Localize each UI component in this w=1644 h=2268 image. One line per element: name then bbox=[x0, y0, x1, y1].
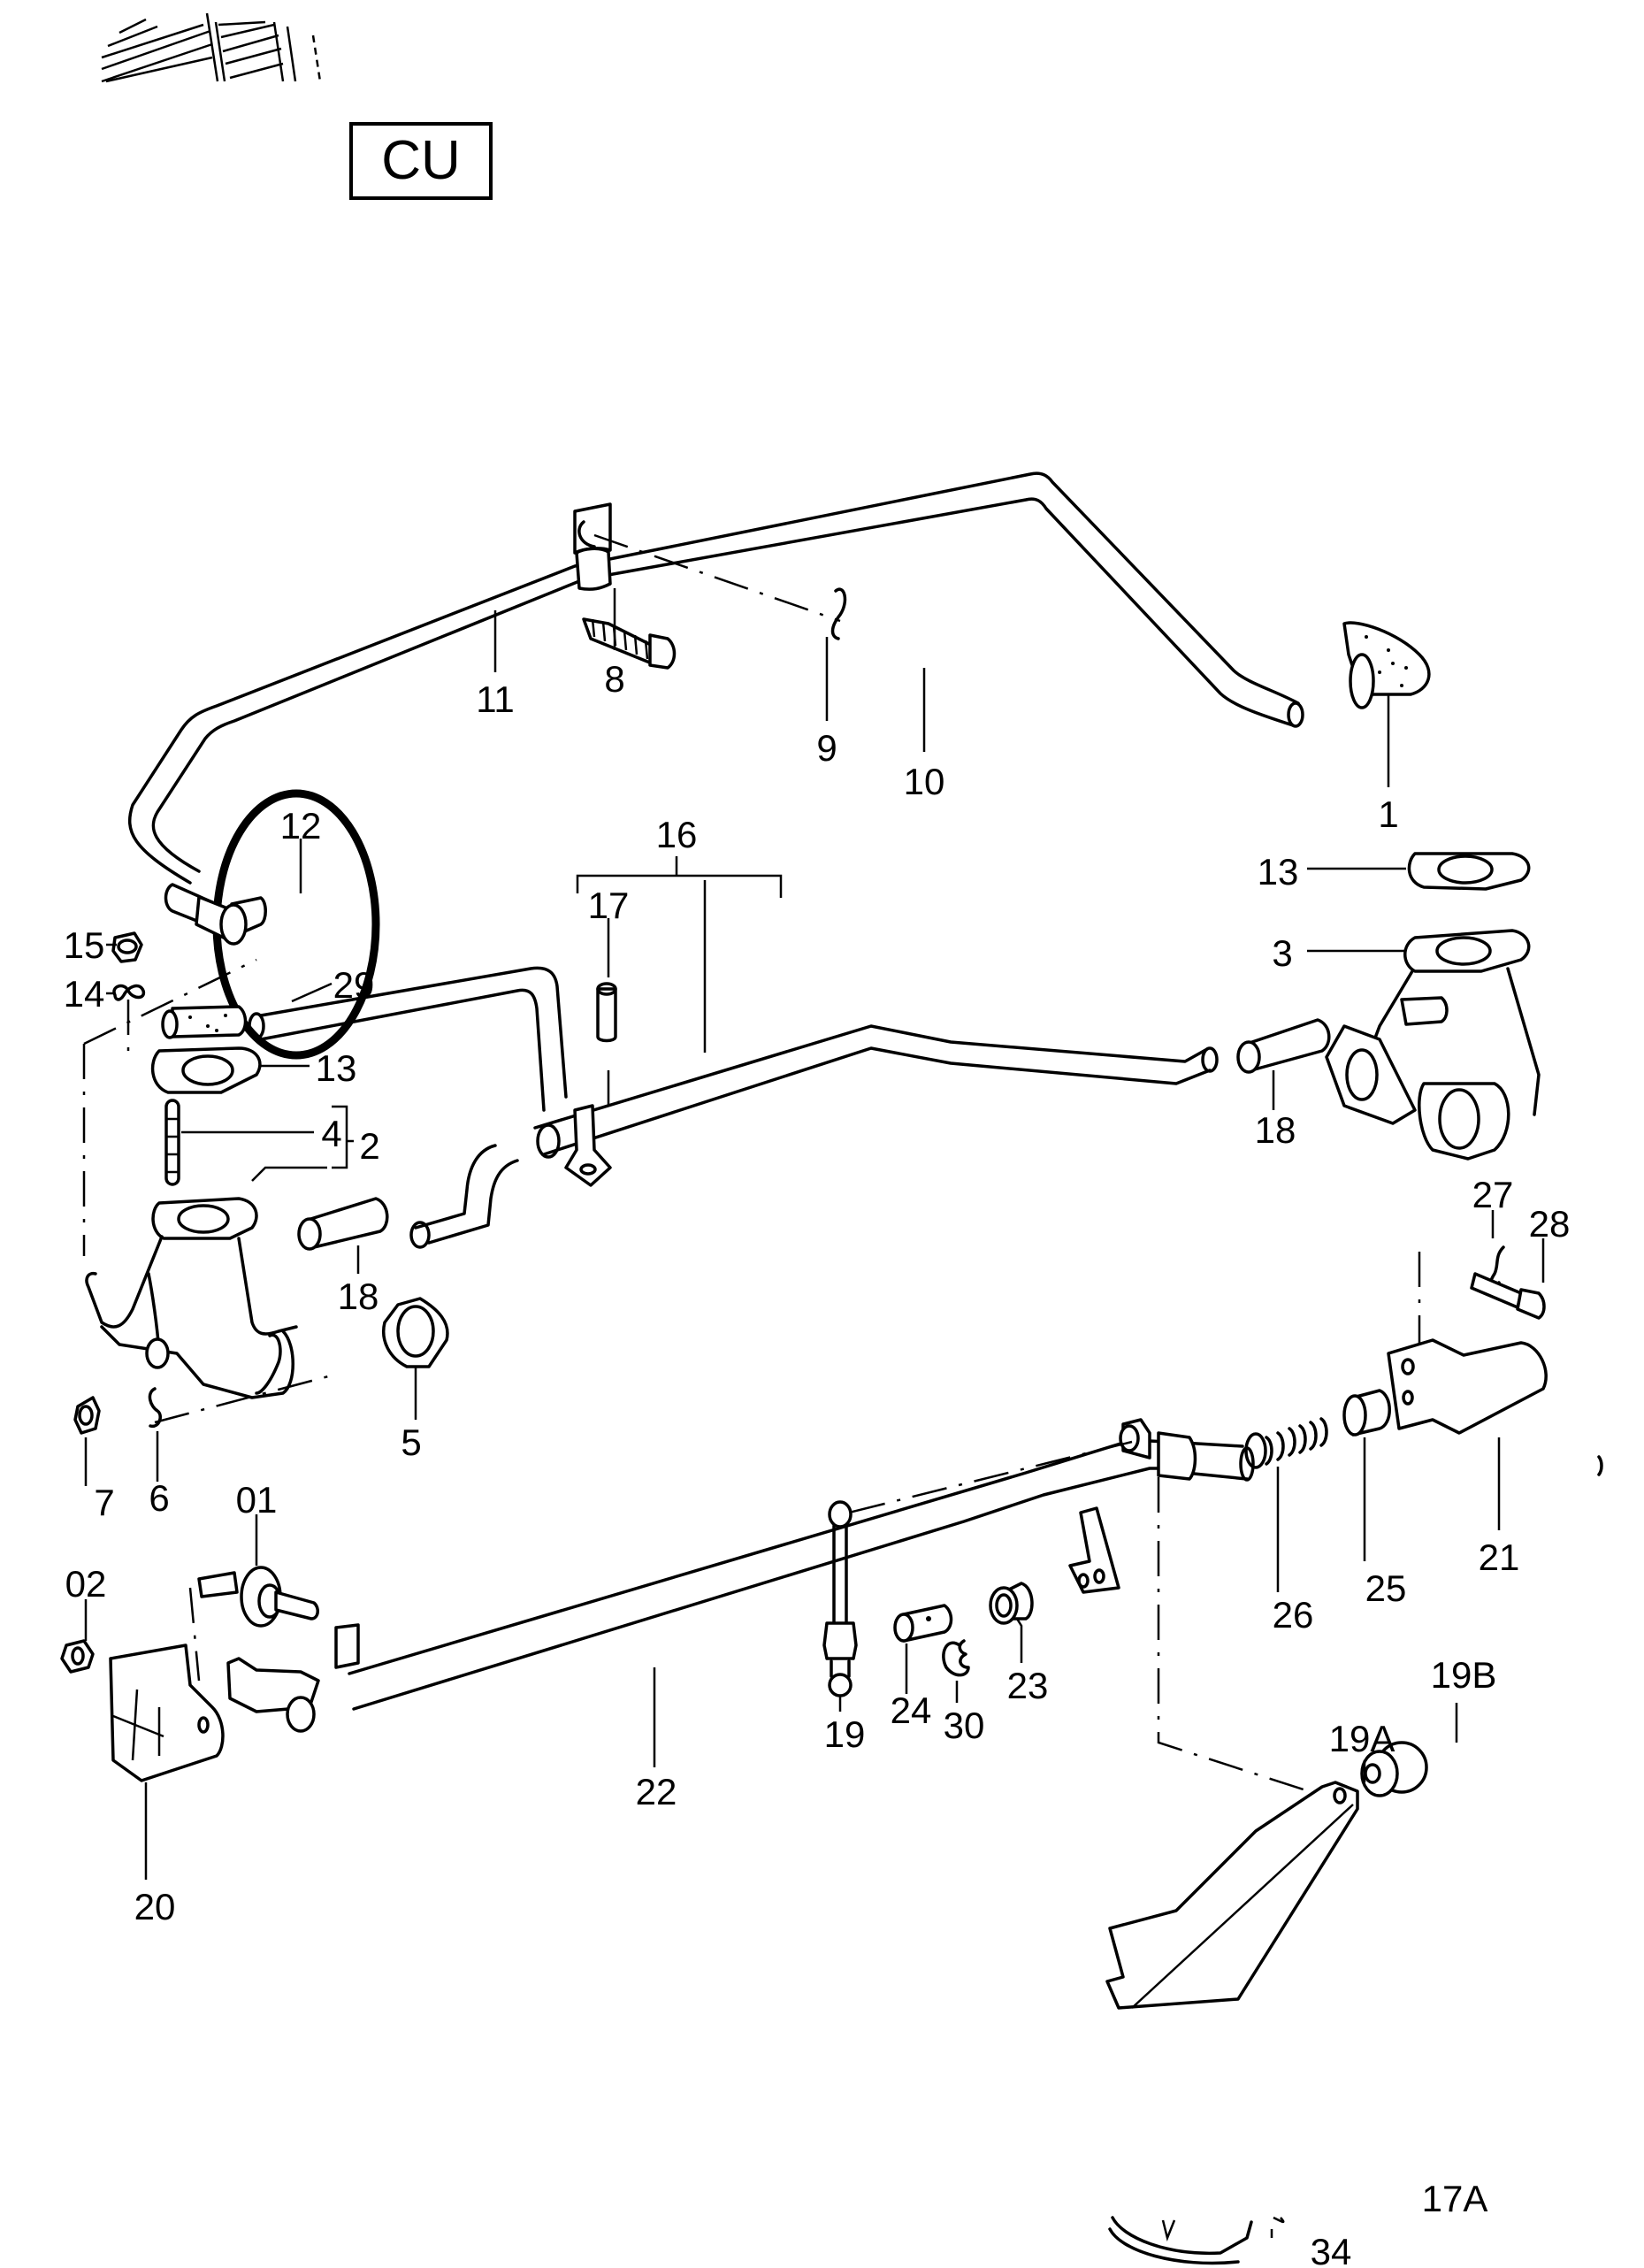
nut-15 bbox=[111, 931, 143, 963]
tube-bracket bbox=[564, 1104, 612, 1187]
hose-18-left bbox=[297, 1197, 389, 1251]
grommet-19b bbox=[1360, 1741, 1428, 1797]
label-13-right: 13 bbox=[1258, 851, 1299, 893]
gasket-13-left bbox=[150, 1046, 262, 1094]
label-18-left: 18 bbox=[338, 1276, 379, 1317]
circlip-30 bbox=[942, 1639, 970, 1677]
label-15: 15 bbox=[64, 924, 105, 966]
connector-tube-12 bbox=[164, 883, 267, 946]
label-17a: 17A bbox=[1422, 2178, 1488, 2219]
label-9: 9 bbox=[816, 727, 837, 769]
bracket-21 bbox=[1387, 1338, 1548, 1435]
label-22: 22 bbox=[636, 1771, 677, 1812]
bolt-28 bbox=[1470, 1272, 1546, 1320]
label-25: 25 bbox=[1365, 1567, 1407, 1609]
label-10: 10 bbox=[904, 761, 945, 802]
hose-1 bbox=[1342, 621, 1431, 709]
cu-badge-text: CU bbox=[381, 130, 461, 191]
lock-washer-9 bbox=[830, 587, 847, 640]
assembly-line-manifold bbox=[154, 1374, 333, 1424]
partial-part-34 bbox=[1270, 2216, 1285, 2238]
label-19a: 19A bbox=[1329, 1718, 1395, 1759]
label-1: 1 bbox=[1378, 793, 1398, 835]
assembly-line-19a bbox=[1157, 1477, 1310, 1793]
label-2: 2 bbox=[359, 1125, 379, 1167]
label-3: 3 bbox=[1272, 932, 1292, 974]
link-rod-19 bbox=[822, 1500, 858, 1697]
label-23: 23 bbox=[1007, 1665, 1049, 1706]
label-34: 34 bbox=[1311, 2231, 1352, 2268]
label-19b: 19B bbox=[1431, 1654, 1497, 1696]
leader-lines bbox=[84, 588, 1545, 1880]
gasket-13-right bbox=[1407, 852, 1531, 891]
assembly-line-19 bbox=[848, 1440, 1133, 1514]
label-19: 19 bbox=[824, 1713, 866, 1755]
pin-24 bbox=[893, 1604, 953, 1643]
label-8: 8 bbox=[604, 658, 624, 700]
hatch-fragment bbox=[101, 12, 322, 83]
bushing-23 bbox=[989, 1582, 1034, 1625]
clip-8 bbox=[573, 502, 612, 591]
label-5: 5 bbox=[401, 1421, 421, 1463]
label-18-right: 18 bbox=[1255, 1109, 1296, 1151]
throttle-shaft-22 bbox=[226, 1418, 1255, 1733]
label-27: 27 bbox=[1472, 1174, 1514, 1215]
cu-badge: CU bbox=[349, 122, 493, 200]
partial-part-bottom bbox=[1108, 2216, 1253, 2265]
label-02: 02 bbox=[65, 1563, 107, 1605]
hose-29 bbox=[161, 1005, 248, 1039]
label-14: 14 bbox=[64, 973, 105, 1015]
bracket-19a bbox=[1105, 1781, 1359, 2010]
label-11: 11 bbox=[476, 678, 515, 720]
label-21: 21 bbox=[1479, 1536, 1520, 1578]
bracket-20 bbox=[109, 1644, 225, 1782]
lock-washer-6 bbox=[148, 1387, 162, 1429]
intake-manifold-3 bbox=[1325, 929, 1541, 1161]
label-28: 28 bbox=[1529, 1203, 1571, 1245]
label-6: 6 bbox=[149, 1477, 169, 1519]
gasket-5 bbox=[382, 1297, 449, 1368]
balance-tube bbox=[128, 471, 1304, 885]
assembly-line-clip-bolt bbox=[593, 533, 841, 623]
label-24: 24 bbox=[891, 1690, 932, 1731]
label-26: 26 bbox=[1273, 1594, 1314, 1636]
label-20: 20 bbox=[134, 1886, 176, 1927]
bolt-10 bbox=[582, 617, 677, 670]
tube-assembly-16 bbox=[248, 966, 1219, 1249]
label-17: 17 bbox=[588, 885, 630, 926]
bushing-25 bbox=[1342, 1389, 1391, 1437]
assembly-line-01 bbox=[188, 1587, 201, 1682]
label-4: 4 bbox=[321, 1113, 341, 1154]
intake-manifold-2 bbox=[85, 1197, 298, 1399]
spring-26 bbox=[1244, 1417, 1328, 1469]
partial-edge-mark bbox=[1597, 1455, 1603, 1476]
ball-stud-01 bbox=[197, 1566, 319, 1628]
hose-18-right bbox=[1236, 1018, 1331, 1074]
stud-4 bbox=[164, 1099, 180, 1186]
label-7: 7 bbox=[94, 1482, 114, 1523]
nut-02 bbox=[60, 1639, 95, 1674]
label-16: 16 bbox=[656, 814, 698, 855]
assembly-line-12 bbox=[83, 958, 257, 1046]
pin-17 bbox=[596, 982, 617, 1043]
label-30: 30 bbox=[944, 1705, 985, 1746]
label-29: 29 bbox=[333, 964, 375, 1006]
part-labels: 11 8 9 10 1 12 16 17 13 3 15 14 29 13 4 … bbox=[64, 658, 1571, 2268]
label-12: 12 bbox=[280, 805, 322, 847]
label-01: 01 bbox=[236, 1479, 278, 1521]
lock-washer-14 bbox=[112, 984, 146, 1001]
bracket-16 bbox=[576, 856, 783, 1053]
label-13-left: 13 bbox=[316, 1047, 357, 1089]
nut-7 bbox=[73, 1396, 101, 1435]
